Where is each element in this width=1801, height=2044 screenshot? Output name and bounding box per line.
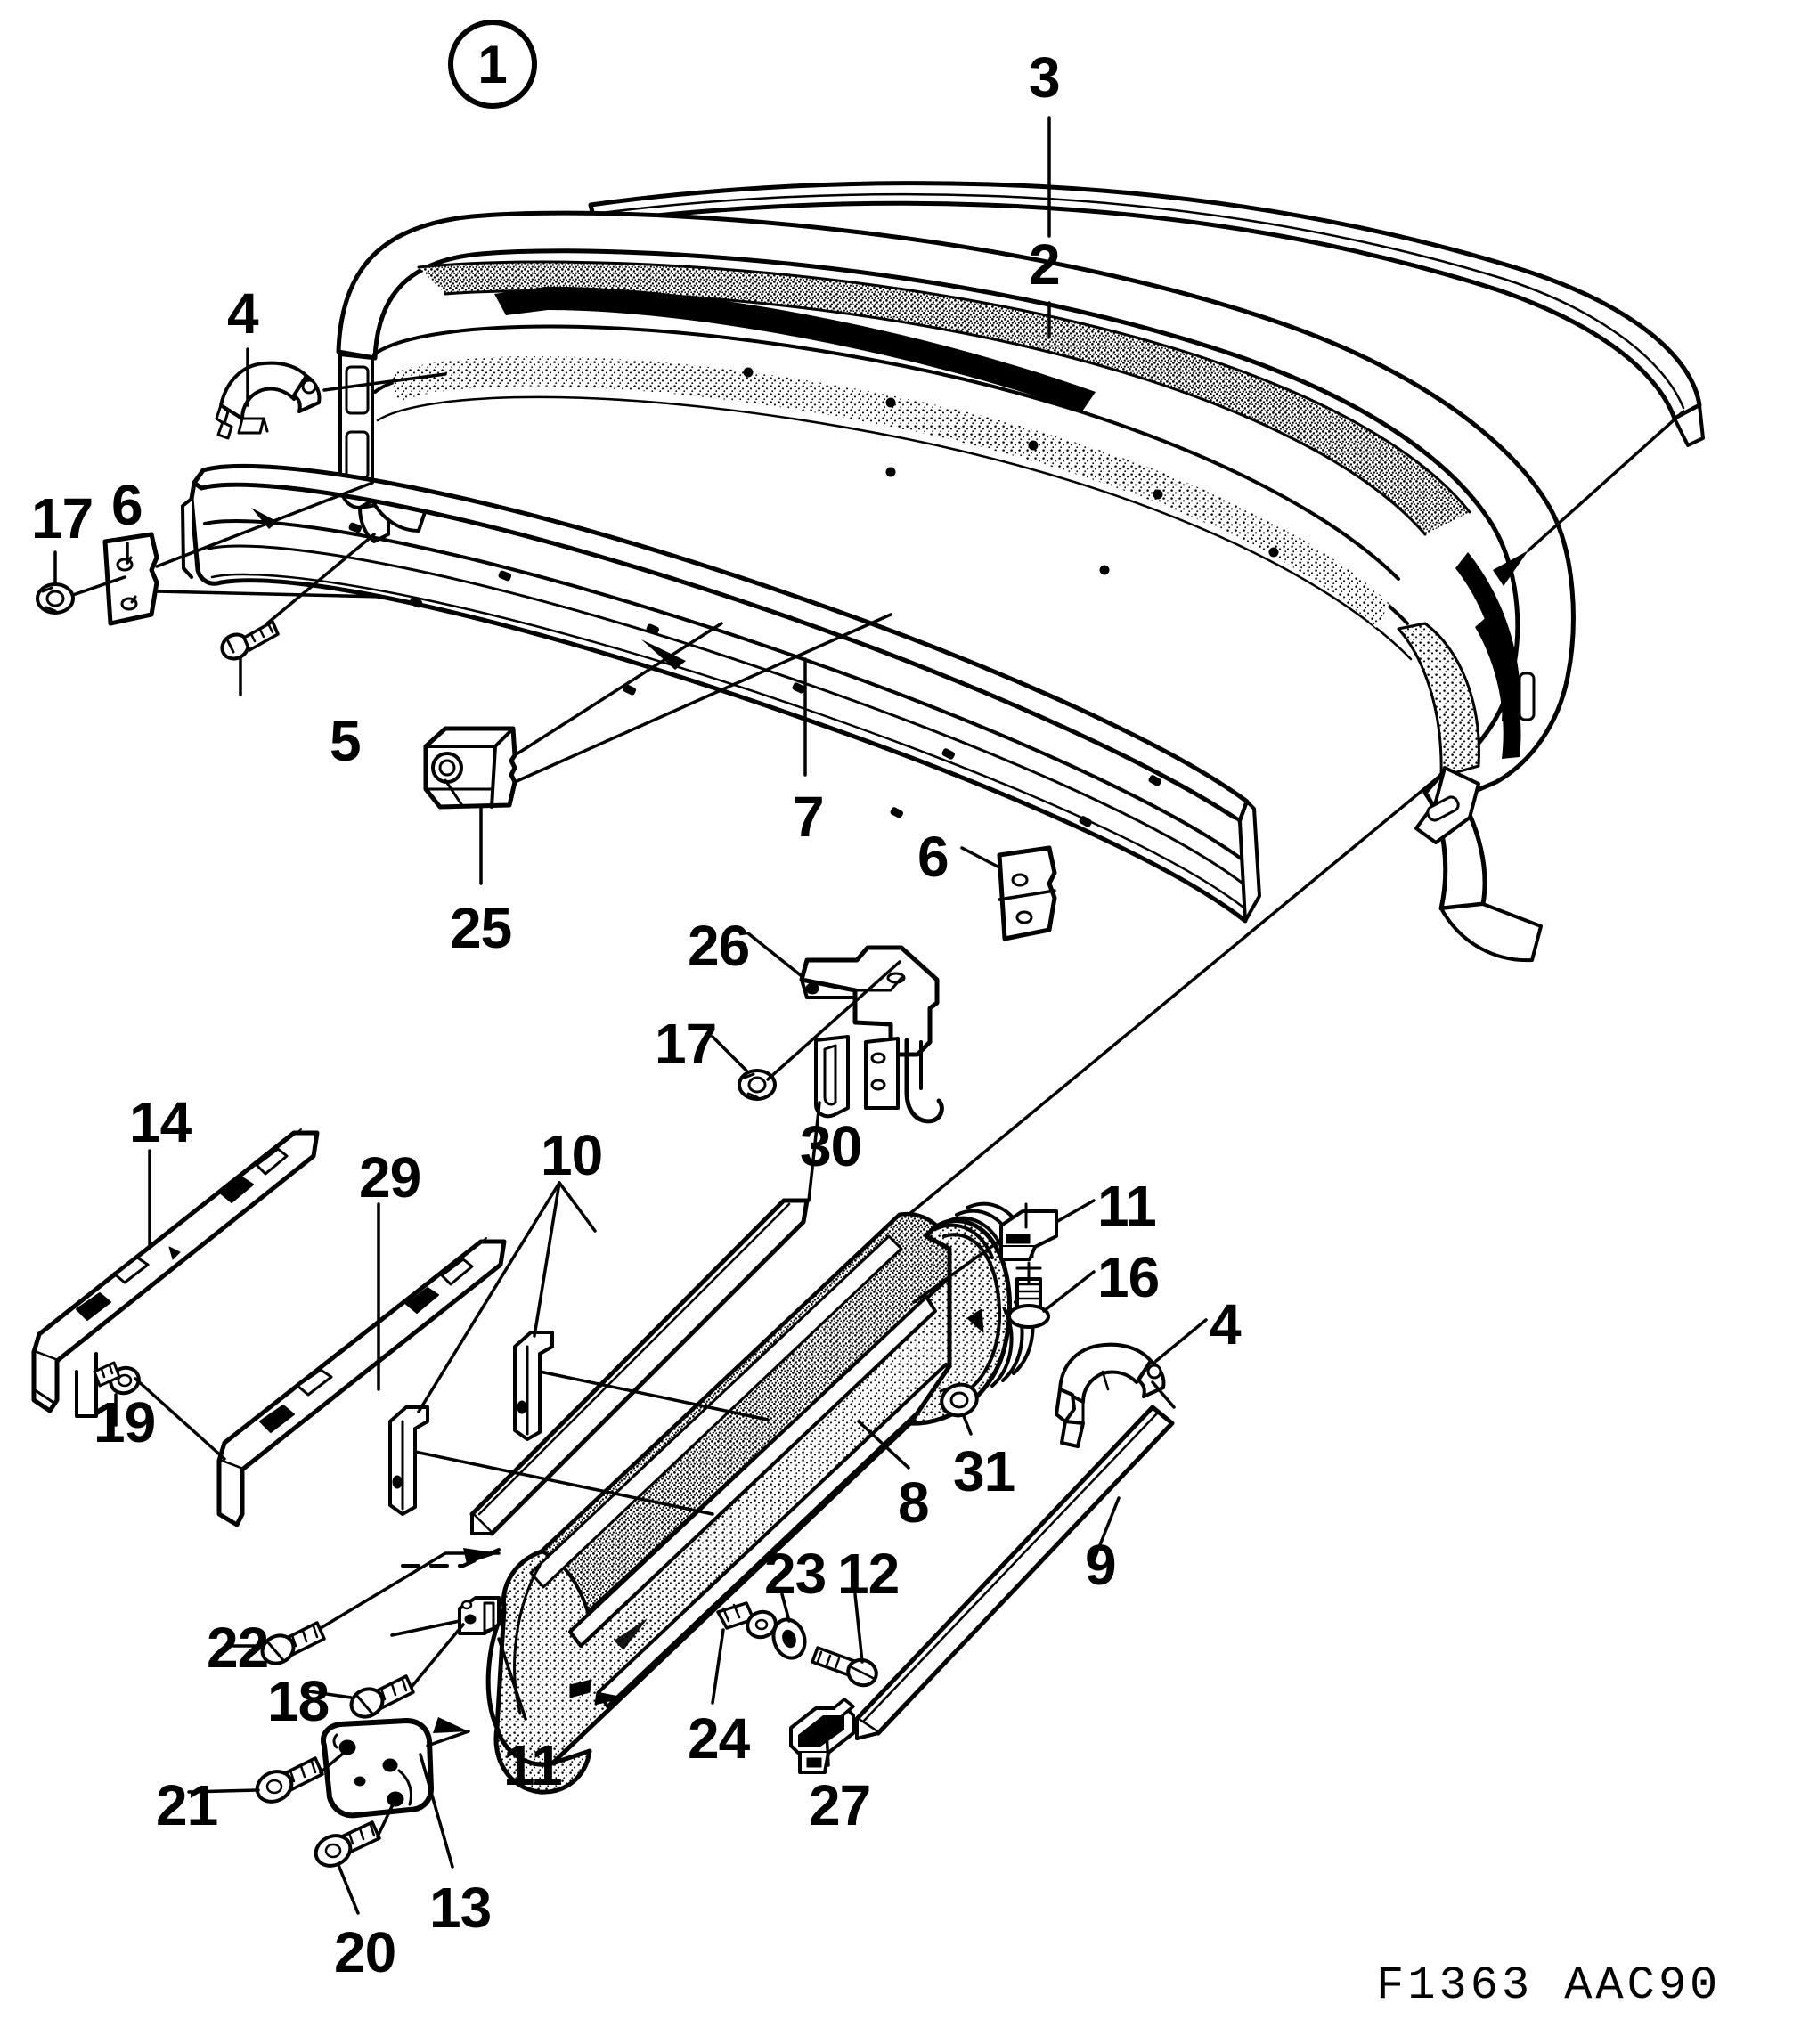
callout-10: 10 <box>541 1123 603 1187</box>
callout-11: 11 <box>1097 1174 1157 1238</box>
figure-number-badge: 1 <box>448 20 537 109</box>
drawing-code: F1363 AAC90 <box>1376 1959 1722 2012</box>
part-4-corner-clip-upper <box>215 361 322 440</box>
callout-14: 14 <box>129 1090 192 1154</box>
part-13-end-plate <box>321 1718 434 1819</box>
callout-16: 16 <box>1097 1245 1160 1309</box>
part-17-nut-left <box>36 582 75 615</box>
callout-13: 13 <box>429 1876 492 1940</box>
part-11-clip-nut-lower <box>458 1596 501 1635</box>
callout-30: 30 <box>800 1114 862 1178</box>
part-4-corner-clip-lower <box>1055 1342 1166 1448</box>
part-2-bumper-bar <box>336 210 1576 963</box>
part-11-clip-nut-upper <box>999 1202 1058 1261</box>
part-16-screw-flange <box>1007 1261 1050 1329</box>
callout-7: 7 <box>793 785 825 849</box>
leader-lines <box>53 116 1685 1915</box>
callout-3: 3 <box>1029 45 1061 110</box>
callout-22: 22 <box>207 1616 269 1680</box>
callout-19: 19 <box>94 1390 156 1454</box>
callout-27: 27 <box>809 1773 871 1837</box>
part-26-hook-bracket <box>799 945 944 1124</box>
part-6-mounting-plate-left <box>102 532 159 626</box>
part-22-screw-long <box>260 1621 326 1665</box>
part-24-stud-bush <box>716 1601 778 1640</box>
part-9-trim-rod <box>854 1405 1175 1740</box>
callout-23: 23 <box>764 1542 827 1606</box>
dashed-alignment-path <box>401 1548 501 1568</box>
callout-2: 2 <box>1029 232 1061 297</box>
part-10-support-stays <box>388 1331 554 1516</box>
callout-17: 17 <box>31 486 94 550</box>
callout-9: 9 <box>1085 1533 1117 1597</box>
callout-4: 4 <box>1210 1292 1242 1356</box>
callout-24: 24 <box>688 1706 750 1771</box>
part-8-spoiler-valance <box>485 1201 1035 1795</box>
callout-6: 6 <box>111 473 143 537</box>
callout-12: 12 <box>837 1542 900 1606</box>
callout-25: 25 <box>450 896 512 960</box>
part-20-screw-plate <box>314 1820 381 1868</box>
callout-18: 18 <box>267 1669 330 1733</box>
callout-31: 31 <box>953 1439 1015 1503</box>
part-19-screw-rail <box>93 1361 141 1396</box>
callout-5: 5 <box>330 709 362 773</box>
callout-11: 11 <box>503 1733 563 1797</box>
part-7-reinforcement-beam <box>181 463 1261 924</box>
part-29-side-rail-right <box>216 1237 507 1527</box>
part-31-nut-flange <box>939 1382 979 1418</box>
part-18-screw <box>349 1674 415 1719</box>
callout-21: 21 <box>156 1773 218 1837</box>
part-14-side-rail-left <box>31 1128 320 1418</box>
part-12-bolt-hex <box>811 1646 878 1688</box>
part-23-washer <box>771 1617 807 1660</box>
figure-number-text: 1 <box>477 34 508 94</box>
part-27-clamp-clip <box>789 1698 855 1774</box>
part-17-nut-mid <box>738 1069 777 1101</box>
callout-17: 17 <box>655 1012 717 1076</box>
callout-26: 26 <box>688 914 750 978</box>
callout-8: 8 <box>898 1470 930 1535</box>
callout-20: 20 <box>334 1920 396 1984</box>
part-25-bump-stop-block <box>423 726 517 810</box>
callout-6: 6 <box>917 825 949 889</box>
callout-4: 4 <box>227 281 259 346</box>
part-30-edge-seal-strip <box>469 1198 810 1536</box>
callout-29: 29 <box>359 1145 421 1209</box>
part-5-screw <box>220 620 280 661</box>
part-21-screw-plate-upper <box>255 1756 324 1804</box>
